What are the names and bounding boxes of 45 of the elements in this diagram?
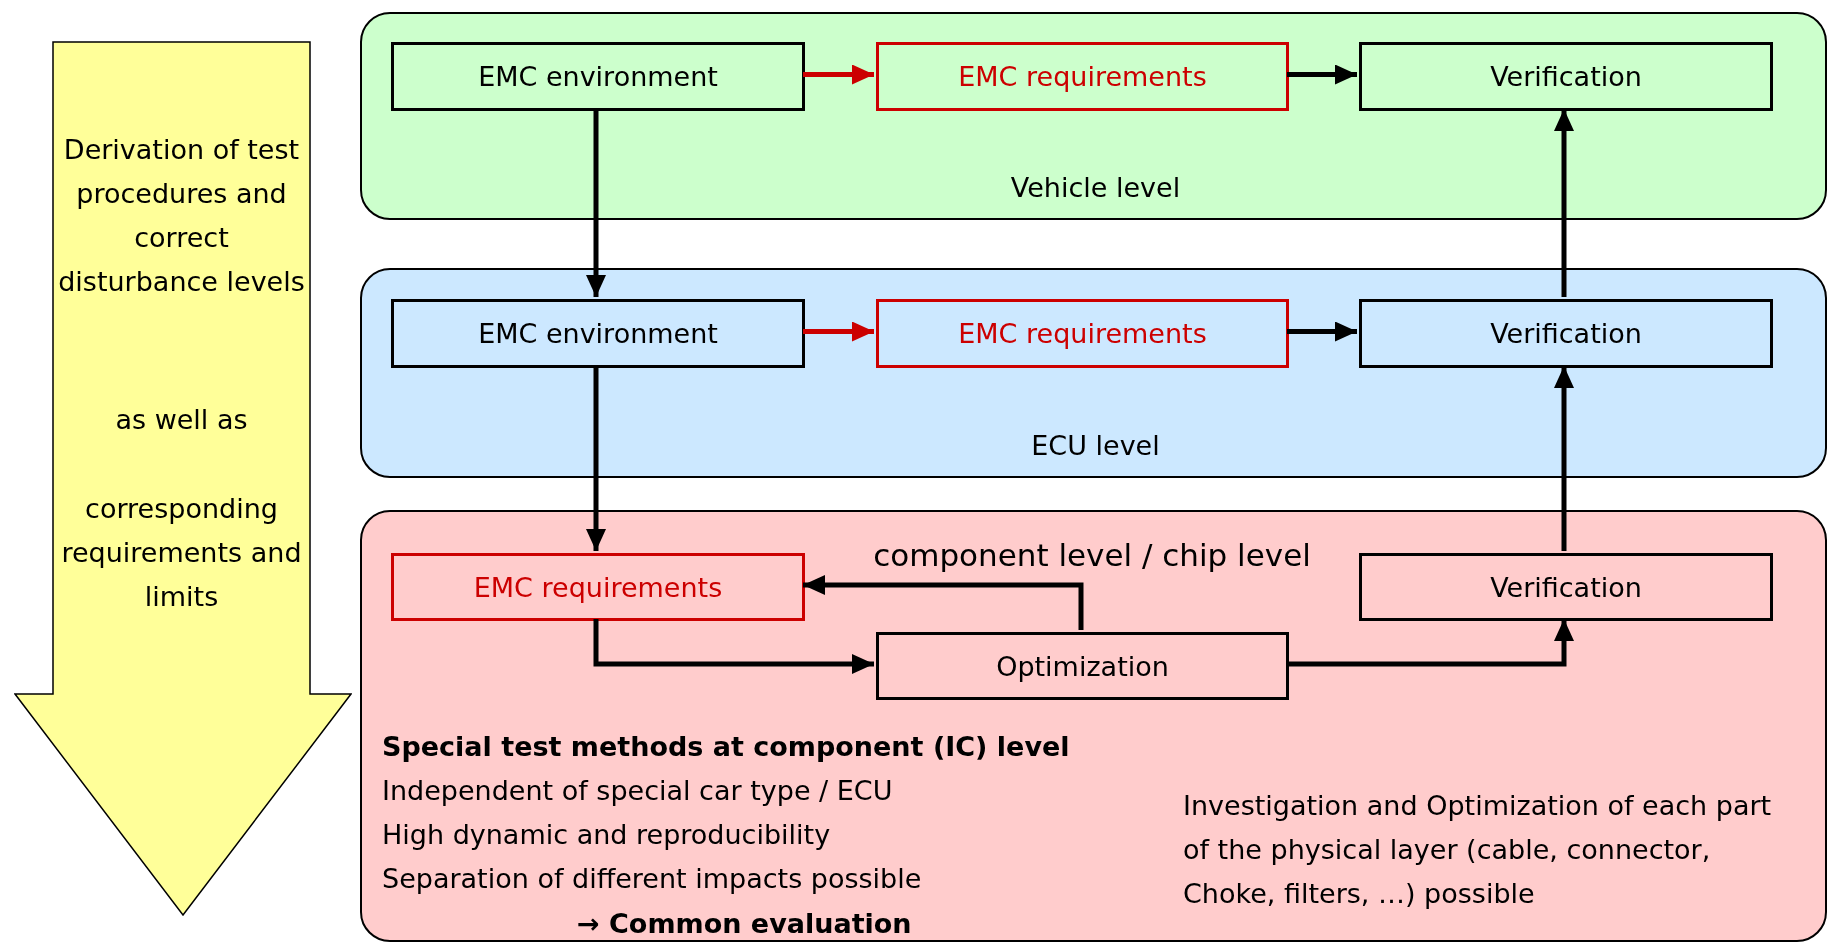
process-box bbox=[1359, 299, 1773, 368]
arrow bbox=[1554, 366, 1574, 551]
process-box bbox=[391, 299, 805, 368]
arrow-caption: corresponding requirements and limits bbox=[60, 492, 303, 614]
process-box bbox=[876, 632, 1289, 700]
process-box bbox=[1359, 42, 1773, 111]
section-heading: Special test methods at component (IC) level bbox=[382, 730, 1071, 764]
box-label: EMC requirements bbox=[958, 61, 1207, 92]
process-box bbox=[876, 299, 1289, 368]
process-box bbox=[1359, 553, 1773, 621]
process-box bbox=[391, 42, 805, 111]
arrow-caption: Derivation of test procedures and correct disturbance levels bbox=[57, 133, 306, 299]
down-arrow-shape bbox=[14, 41, 352, 917]
note-text: Investigation and Optimization of each part of the physical layer (cable, connector, Choke, filters, …) possible bbox=[1183, 789, 1773, 911]
arrow bbox=[1287, 321, 1357, 342]
box-label: EMC requirements bbox=[958, 318, 1207, 349]
process-box bbox=[391, 553, 805, 621]
process-box bbox=[876, 42, 1289, 111]
box-label: Optimization bbox=[996, 650, 1169, 682]
bullet-text: High dynamic and reproducibility bbox=[382, 818, 832, 852]
box-label: Verification bbox=[1490, 318, 1642, 349]
box-label: EMC requirements bbox=[473, 571, 723, 603]
level-panel bbox=[360, 12, 1827, 220]
box-label: EMC environment bbox=[478, 61, 718, 92]
panel-title: component level / chip level bbox=[872, 536, 1312, 575]
arrow bbox=[803, 321, 874, 342]
conclusion-text: → Common evaluation bbox=[577, 907, 913, 941]
panel-title: ECU level bbox=[1030, 429, 1161, 463]
arrow-caption: as well as bbox=[114, 403, 249, 437]
level-panel bbox=[360, 510, 1827, 942]
arrow bbox=[586, 109, 606, 297]
arrow bbox=[1287, 619, 1574, 667]
arrow bbox=[1554, 109, 1574, 297]
arrow bbox=[586, 366, 606, 551]
panel-title: Vehicle level bbox=[1009, 171, 1182, 205]
bullet-text: Independent of special car type / ECU bbox=[382, 774, 894, 808]
bullet-text: Separation of different impacts possible bbox=[382, 862, 923, 896]
arrow bbox=[1287, 64, 1357, 85]
box-label: Verification bbox=[1490, 61, 1642, 92]
arrow bbox=[593, 619, 874, 674]
arrow bbox=[803, 64, 874, 85]
box-label: Verification bbox=[1490, 571, 1642, 603]
arrow bbox=[803, 575, 1084, 630]
box-label: EMC environment bbox=[478, 318, 718, 349]
level-panel bbox=[360, 268, 1827, 478]
